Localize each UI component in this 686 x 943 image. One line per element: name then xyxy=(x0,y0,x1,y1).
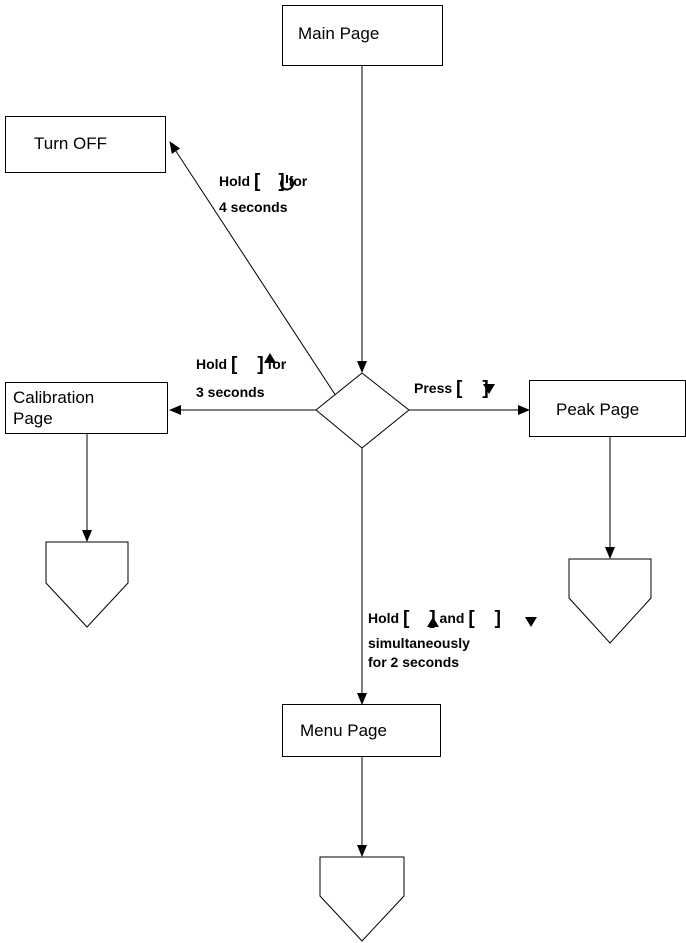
power-icon xyxy=(280,175,294,191)
node-main-page: Main Page xyxy=(282,5,443,66)
bracket-close: ] xyxy=(429,608,436,629)
offpage-connector-menu xyxy=(319,856,405,942)
node-main-page-label: Main Page xyxy=(298,24,380,43)
edge-label-calibration-hold: Hold xyxy=(196,356,228,372)
edge-label-peak: Press [] xyxy=(414,378,489,399)
decision-diamond xyxy=(315,372,410,449)
bracket-open: [ xyxy=(456,378,463,399)
edge-label-calibration: Hold [] for xyxy=(196,354,287,375)
edge-label-peak-press: Press xyxy=(414,380,453,396)
node-calibration-page-line2: Page xyxy=(13,409,53,428)
offpage-connector-peak xyxy=(568,558,652,644)
edge-label-turn-off-for: for xyxy=(288,173,308,189)
node-turn-off-label: Turn OFF xyxy=(34,134,108,153)
edge-decision-to-turn-off xyxy=(169,141,337,397)
down-triangle-icon xyxy=(525,617,537,627)
bracket-open: [ xyxy=(403,608,410,629)
node-menu-page: Menu Page xyxy=(282,704,441,757)
node-peak-page-label: Peak Page xyxy=(556,400,640,419)
edge-label-turn-off-duration: 4 seconds xyxy=(219,199,288,215)
edge-label-menu: Hold [] and [] xyxy=(368,608,501,629)
bracket-close: ] xyxy=(257,354,264,375)
edge-label-calibration-duration: 3 seconds xyxy=(196,384,265,400)
bracket-open: [ xyxy=(468,608,475,629)
bracket-close: ] xyxy=(278,171,285,192)
up-triangle-icon xyxy=(427,617,439,627)
node-peak-page: Peak Page xyxy=(529,380,686,437)
offpage-connector-calibration xyxy=(45,541,129,628)
bracket-close: ] xyxy=(482,378,489,399)
up-triangle-icon xyxy=(264,353,276,363)
node-menu-page-label: Menu Page xyxy=(300,721,387,740)
down-triangle-icon xyxy=(483,384,495,394)
node-calibration-page-line1: Calibration xyxy=(13,388,95,407)
bracket-close: ] xyxy=(494,608,501,629)
node-calibration-page: Calibration Page xyxy=(5,382,168,434)
edge-label-calibration-for: for xyxy=(267,356,287,372)
edge-label-menu-hold: Hold xyxy=(368,610,400,626)
edge-label-menu-line2: simultaneously xyxy=(368,635,470,651)
edge-label-turn-off: Hold [] for xyxy=(219,171,308,192)
edge-label-turn-off-hold: Hold xyxy=(219,173,251,189)
edge-label-menu-and: and xyxy=(439,610,465,626)
edge-label-menu-line3: for 2 seconds xyxy=(368,654,460,670)
bracket-open: [ xyxy=(231,354,238,375)
node-turn-off: Turn OFF xyxy=(5,116,166,173)
bracket-open: [ xyxy=(254,171,261,192)
